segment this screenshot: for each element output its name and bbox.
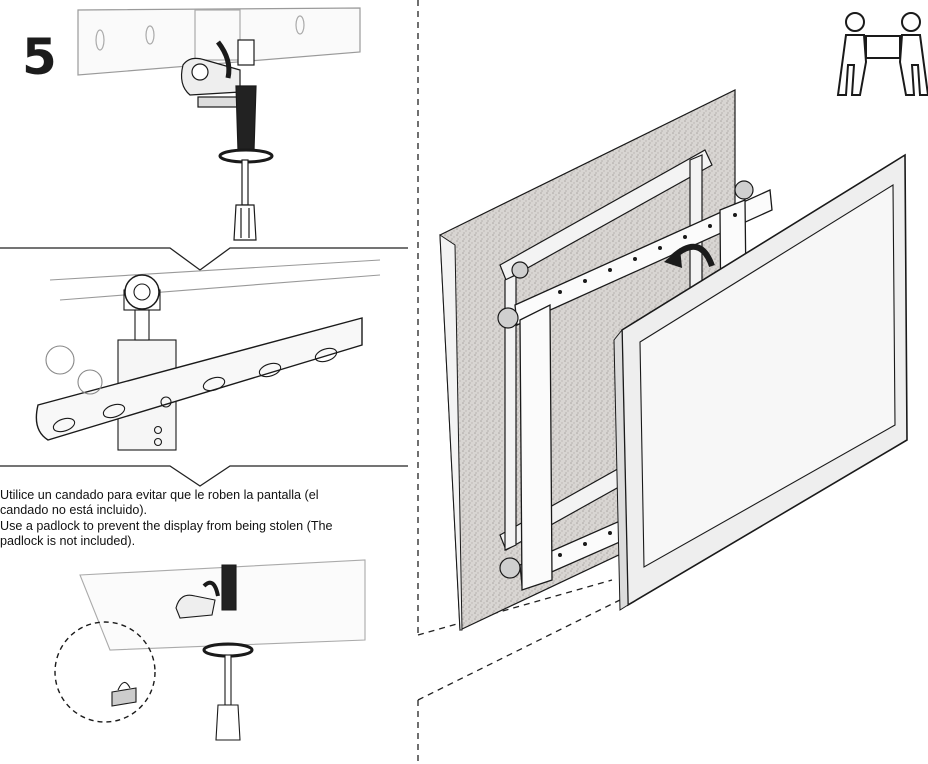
wall-mount-illustration xyxy=(439,89,908,631)
caption-en-line-2: padlock is not included). xyxy=(0,534,136,549)
instruction-caption: Utilice un candado para evitar que le ro… xyxy=(0,488,395,550)
bottom-detail-illustration xyxy=(54,559,366,741)
panel-dividers xyxy=(0,0,621,764)
top-detail-illustration xyxy=(77,7,361,241)
rotation-arrow-icon xyxy=(215,40,232,79)
step-number: 5 xyxy=(22,28,57,86)
middle-detail-illustration xyxy=(35,259,381,451)
caption-es-line-2: candado no está incluido). xyxy=(0,503,148,518)
screwdriver-icon xyxy=(233,204,257,241)
padlock-icon xyxy=(111,687,137,707)
caption-es-line-1: Utilice un candado para evitar que le ro… xyxy=(0,488,319,502)
two-person-lift-icon xyxy=(836,12,928,96)
caption-en-line-1: Use a padlock to prevent the display fro… xyxy=(0,518,333,533)
